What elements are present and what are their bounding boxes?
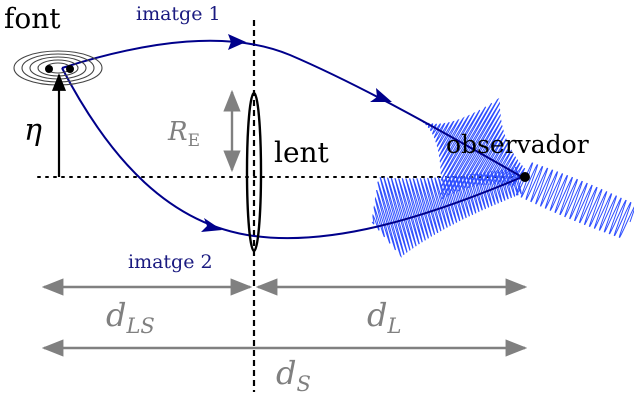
observer-label: observador — [446, 130, 589, 159]
wave-packet-lower — [371, 166, 522, 258]
ray-arrow-upper-2 — [370, 88, 392, 102]
lens-label: lent — [274, 136, 330, 169]
lens-icon — [245, 91, 263, 253]
eta-label: η — [24, 113, 42, 148]
wave-stroke — [371, 166, 522, 258]
wave-train-outgoing — [515, 162, 634, 238]
observer-point — [520, 172, 530, 182]
image-2-label: imatge 2 — [128, 251, 213, 273]
source-label: font — [4, 2, 61, 35]
ray-path-lower — [61, 67, 523, 240]
ray-arrow-lower-1 — [201, 218, 222, 232]
ray-path-upper — [61, 39, 523, 178]
d-ls-label: dLS — [106, 296, 155, 338]
einstein-radius-label: RE — [167, 117, 200, 151]
d-l-label: dL — [367, 296, 401, 338]
source-point-2 — [66, 65, 74, 73]
d-s-label: dS — [276, 354, 311, 396]
wave-stroke — [515, 162, 634, 238]
ray-arrow-upper-1 — [228, 34, 246, 50]
image-1-label: imatge 1 — [136, 3, 221, 25]
source-point-1 — [45, 65, 53, 73]
